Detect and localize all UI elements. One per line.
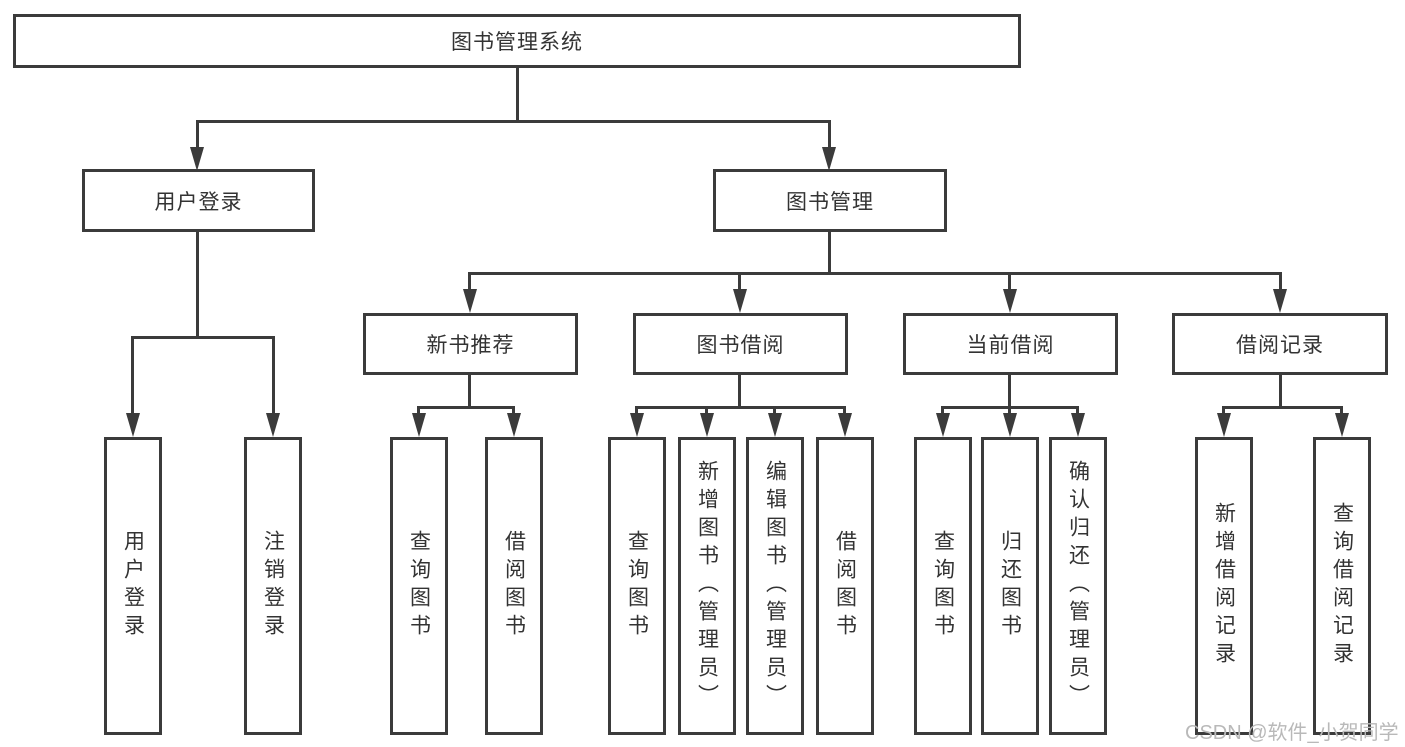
- leaf-user-login: 用户登录: [104, 437, 162, 735]
- connector-drop-book-borrow: [738, 272, 741, 291]
- leaf-add-borrow-record-label: 新增借阅记录: [1212, 502, 1236, 670]
- connector-drop: [512, 406, 515, 416]
- arrow-down-icon: [1003, 289, 1017, 313]
- arrow-down-icon: [733, 289, 747, 313]
- node-book-management: 图书管理: [713, 169, 947, 232]
- connector-book-mgmt-stem: [828, 232, 831, 274]
- node-root: 图书管理系统: [13, 14, 1021, 68]
- connector-drop-user-login: [196, 120, 199, 149]
- connector-book-borrow-stem: [738, 375, 741, 408]
- connector-borrow-records-stem: [1279, 375, 1282, 408]
- connector-new-books-rail: [418, 406, 515, 409]
- leaf-return-books-label: 归还图书: [998, 530, 1022, 642]
- connector-book-borrow-rail: [636, 406, 846, 409]
- leaf-query-books-current-label: 查询图书: [931, 530, 955, 642]
- leaf-query-borrow-record: 查询借阅记录: [1313, 437, 1371, 735]
- connector-drop: [1340, 406, 1343, 416]
- arrow-down-icon: [1071, 413, 1085, 437]
- arrow-down-icon: [700, 413, 714, 437]
- connector-drop-current-borrow: [1008, 272, 1011, 291]
- node-root-label: 图书管理系统: [451, 31, 583, 54]
- leaf-query-borrow-record-label: 查询借阅记录: [1330, 502, 1354, 670]
- node-borrow-records-label: 借阅记录: [1236, 334, 1324, 357]
- leaf-query-books-recommend-label: 查询图书: [407, 530, 431, 642]
- leaf-query-books-borrow-label: 查询图书: [625, 530, 649, 642]
- connector-root-rail: [197, 120, 831, 123]
- node-book-borrow-label: 图书借阅: [696, 334, 785, 357]
- arrow-down-icon: [1003, 413, 1017, 437]
- node-current-borrow-label: 当前借阅: [966, 334, 1055, 357]
- arrow-down-icon: [1273, 289, 1287, 313]
- leaf-logout-label: 注销登录: [261, 530, 285, 642]
- arrow-down-icon: [1217, 413, 1231, 437]
- leaf-confirm-return-admin-label: 确认归还（管理员）: [1066, 460, 1090, 712]
- connector-user-login-stem: [196, 232, 199, 338]
- arrow-down-icon: [936, 413, 950, 437]
- leaf-add-books-admin-label: 新增图书（管理员）: [695, 460, 719, 712]
- arrow-down-icon: [838, 413, 852, 437]
- leaf-logout: 注销登录: [244, 437, 302, 735]
- node-user-login-label: 用户登录: [154, 190, 243, 214]
- connector-current-borrow-stem: [1008, 375, 1011, 408]
- connector-drop-new-books: [468, 272, 471, 291]
- connector-borrow-records-rail: [1223, 406, 1343, 409]
- leaf-query-books-recommend: 查询图书: [390, 437, 448, 735]
- connector-drop-book-mgmt: [828, 120, 831, 149]
- leaf-return-books: 归还图书: [981, 437, 1039, 735]
- node-book-management-label: 图书管理: [786, 190, 874, 214]
- leaf-borrow-books-recommend-label: 借阅图书: [502, 530, 526, 642]
- leaf-edit-books-admin-label: 编辑图书（管理员）: [763, 460, 787, 712]
- connector-drop: [1008, 406, 1011, 416]
- connector-root-stem: [516, 68, 519, 121]
- arrow-down-icon: [266, 413, 280, 437]
- arrow-down-icon: [126, 413, 140, 437]
- arrow-down-icon: [412, 413, 426, 437]
- connector-drop: [705, 406, 708, 416]
- connector-drop: [1222, 406, 1225, 416]
- node-new-book-recommend: 新书推荐: [363, 313, 578, 375]
- connector-drop-borrow-records: [1279, 272, 1282, 291]
- leaf-borrow-books-recommend: 借阅图书: [485, 437, 543, 735]
- connector-drop: [635, 406, 638, 416]
- arrow-down-icon: [1335, 413, 1349, 437]
- node-user-login: 用户登录: [82, 169, 315, 232]
- connector-drop-leaf-login: [131, 336, 134, 416]
- leaf-add-books-admin: 新增图书（管理员）: [678, 437, 736, 735]
- connector-user-login-rail: [132, 336, 275, 339]
- arrow-down-icon: [822, 147, 836, 171]
- csdn-watermark: CSDN @软件_小贺同学: [1185, 722, 1399, 744]
- node-new-book-recommend-label: 新书推荐: [426, 334, 515, 357]
- leaf-query-books-current: 查询图书: [914, 437, 972, 735]
- arrow-down-icon: [768, 413, 782, 437]
- connector-drop: [417, 406, 420, 416]
- connector-new-books-stem: [468, 375, 471, 408]
- connector-drop-leaf-logout: [272, 336, 275, 416]
- leaf-edit-books-admin: 编辑图书（管理员）: [746, 437, 804, 735]
- leaf-add-borrow-record: 新增借阅记录: [1195, 437, 1253, 735]
- leaf-borrow-books-label: 借阅图书: [833, 530, 857, 642]
- connector-drop: [941, 406, 944, 416]
- connector-book-mgmt-rail: [469, 272, 1282, 275]
- arrow-down-icon: [630, 413, 644, 437]
- node-book-borrow: 图书借阅: [633, 313, 848, 375]
- node-borrow-records: 借阅记录: [1172, 313, 1388, 375]
- leaf-query-books-borrow: 查询图书: [608, 437, 666, 735]
- arrow-down-icon: [190, 147, 204, 171]
- connector-drop: [843, 406, 846, 416]
- arrow-down-icon: [463, 289, 477, 313]
- connector-drop: [1076, 406, 1079, 416]
- arrow-down-icon: [507, 413, 521, 437]
- node-current-borrow: 当前借阅: [903, 313, 1118, 375]
- leaf-confirm-return-admin: 确认归还（管理员）: [1049, 437, 1107, 735]
- connector-drop: [773, 406, 776, 416]
- leaf-user-login-label: 用户登录: [121, 530, 145, 642]
- leaf-borrow-books: 借阅图书: [816, 437, 874, 735]
